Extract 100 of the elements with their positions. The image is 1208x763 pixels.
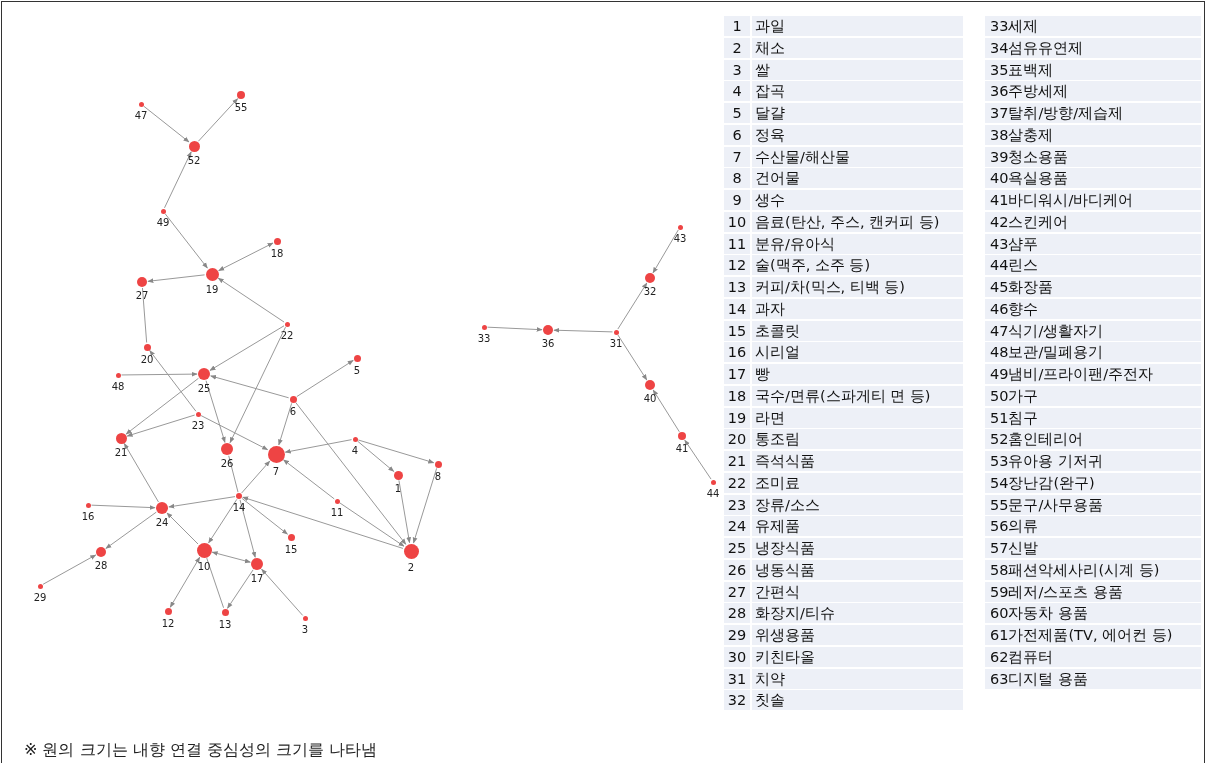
node-circle [267, 445, 285, 463]
node-number: 25 [197, 383, 211, 394]
table-cell: 장류/소스 [752, 494, 963, 515]
node-circle [156, 502, 168, 514]
table-cell: 과자 [752, 298, 963, 319]
node-circle [205, 267, 219, 281]
table-cell: 음료(탄산, 주스, 캔커피 등) [752, 211, 963, 232]
arrow [239, 499, 257, 558]
table-cell: 42스킨케어 [985, 211, 1201, 232]
arrow [126, 414, 196, 437]
table-cell: 41바디워시/바디케어 [985, 190, 1201, 210]
arrow [168, 496, 236, 509]
table-cell: 분유/유아식 [752, 233, 963, 254]
number-cell: 16 [724, 342, 750, 363]
number-cell: 28 [724, 603, 750, 624]
node-number: 49 [156, 216, 170, 228]
table-cell: 50가구 [985, 385, 1201, 406]
table-cell: 57신발 [985, 538, 1201, 558]
node-circle [645, 380, 655, 390]
table-cell: 조미료 [752, 472, 963, 493]
number-cell: 9 [724, 190, 750, 210]
number-cell: 15 [724, 320, 750, 341]
arrow [242, 496, 404, 549]
node-number: 13 [218, 618, 232, 630]
node-circle [37, 583, 43, 589]
arrow [398, 479, 411, 544]
table-cell: 56의류 [985, 516, 1201, 537]
node-number: 17 [250, 573, 264, 584]
arrow [121, 371, 198, 377]
node-circle [164, 607, 172, 615]
table-cell: 국수/면류(스파게티 면 등) [752, 385, 963, 406]
number-cell: 3 [724, 59, 750, 80]
arrow [261, 568, 304, 616]
arrow [296, 359, 354, 398]
node-circle [334, 498, 340, 504]
table-cell: 37탈취/방향/제습제 [985, 103, 1201, 123]
table-cell: 60자동차 용품 [985, 603, 1201, 624]
node-number: 6 [289, 405, 297, 417]
number-cell: 19 [724, 407, 750, 428]
table-cell: 과일 [752, 16, 963, 36]
arrow [42, 554, 97, 585]
table-cell: 술(맥주, 소주 등) [752, 255, 963, 276]
table-cell: 48보관/밀폐용기 [985, 342, 1201, 363]
node-number: 52 [187, 154, 201, 166]
table-cell: 43샴푸 [985, 233, 1201, 254]
arrow [617, 282, 648, 330]
table-cell: 수산물/해산물 [752, 146, 963, 167]
node-number: 26 [220, 458, 234, 469]
number-cell: 17 [724, 364, 750, 384]
arrow [241, 498, 288, 535]
arrow [91, 504, 156, 510]
number-cell: 30 [724, 646, 750, 667]
node-number: 41 [675, 443, 689, 454]
table-cell: 35표백제 [985, 59, 1201, 80]
arrow [123, 443, 159, 503]
arrow [684, 439, 712, 480]
node-number: 23 [191, 419, 205, 431]
node-number: 12 [161, 617, 175, 629]
table-cell: 쌀 [752, 59, 963, 80]
arrow [200, 415, 269, 451]
number-cell: 18 [724, 385, 750, 406]
node-number: 47 [134, 109, 148, 121]
node-circle [353, 354, 361, 362]
table-cell: 냉장식품 [752, 538, 963, 558]
arrow [210, 375, 290, 399]
node-circle [115, 432, 127, 444]
table-cell: 건어물 [752, 168, 963, 189]
table-cell: 정육 [752, 124, 963, 145]
node-circle [96, 547, 106, 557]
node-circle [287, 533, 295, 541]
number-cell: 2 [724, 37, 750, 58]
node-number: 10 [197, 560, 211, 572]
arrow [652, 229, 679, 274]
number-cell: 1 [724, 16, 750, 36]
number-cell: 20 [724, 429, 750, 450]
arrow [295, 402, 407, 545]
node-circle [434, 460, 442, 468]
node-circle [645, 273, 655, 283]
table-cell: 생수 [752, 190, 963, 210]
arrow [143, 105, 190, 143]
table-cell: 치약 [752, 668, 963, 689]
node-number: 7 [272, 465, 280, 477]
node-number: 55 [234, 102, 248, 113]
node-circle [273, 237, 281, 245]
table-cell: 커피/차(믹스, 티백 등) [752, 277, 963, 297]
table-cell: 59레저/스포츠 용품 [985, 581, 1201, 602]
node-number: 43 [673, 232, 687, 244]
table-cell: 54장난감(완구) [985, 472, 1201, 493]
table-cell: 냉동식품 [752, 559, 963, 580]
arrow [241, 460, 271, 494]
node-circle [137, 277, 147, 287]
node-circle [393, 470, 403, 480]
table-cell: 잡곡 [752, 81, 963, 102]
number-cell: 13 [724, 277, 750, 297]
node-number: 48 [111, 380, 125, 392]
node-circle [677, 224, 683, 230]
table-cell: 38살충제 [985, 124, 1201, 145]
table-cell: 55문구/사무용품 [985, 494, 1201, 515]
number-cell: 29 [724, 625, 750, 645]
node-number: 2 [407, 561, 415, 573]
